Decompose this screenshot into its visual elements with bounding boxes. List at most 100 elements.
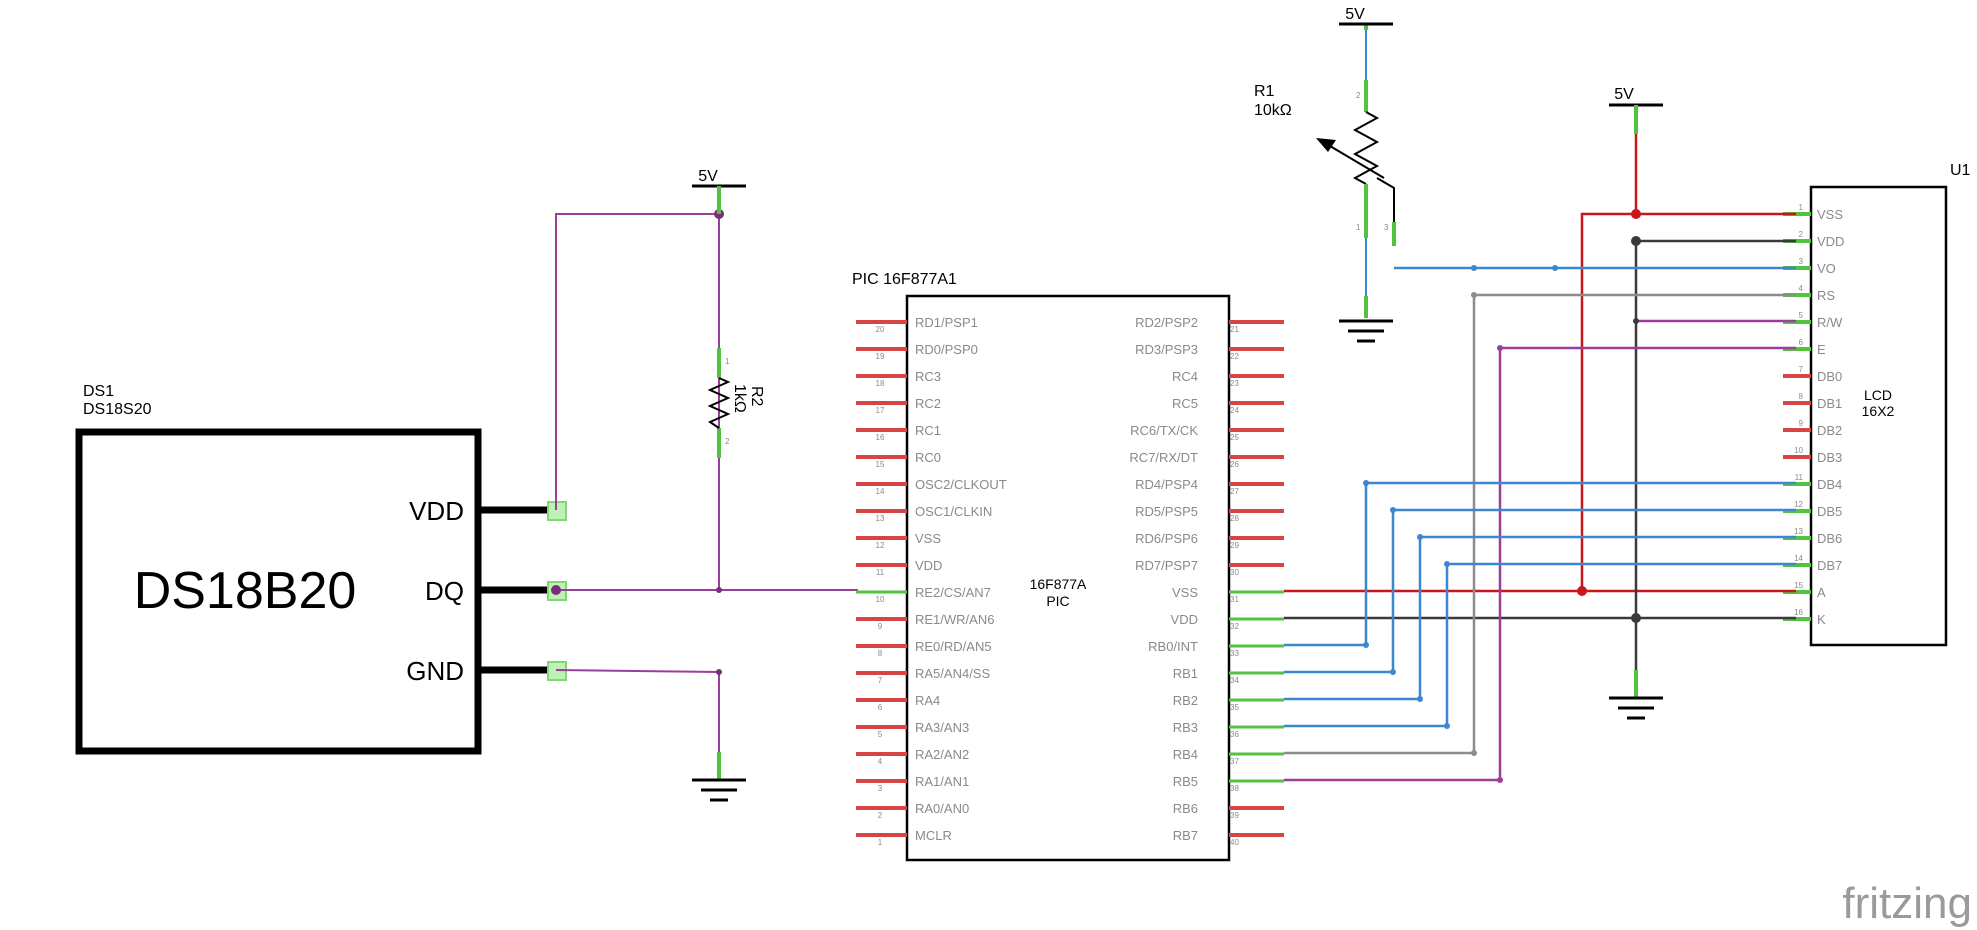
pic-pin-label: RB3 <box>1173 720 1198 735</box>
lcd-wires <box>1284 134 1796 782</box>
lcd-pin-label: DB0 <box>1817 369 1842 384</box>
pic-pin-label: RD2/PSP2 <box>1135 315 1198 330</box>
pic-pin-label: RE2/CS/AN7 <box>915 585 991 600</box>
pic-pin-number: 17 <box>876 406 885 415</box>
ds1-ref-label: DS1 <box>83 383 114 400</box>
pic-title: PIC 16F877A1 <box>852 271 957 288</box>
wire-rb1-to-db5 <box>1284 508 1796 674</box>
lcd-pin-label: R/W <box>1817 315 1843 330</box>
pic-pin-number: 25 <box>1230 433 1239 442</box>
r1-pin1-number: 1 <box>1356 223 1361 232</box>
pic-pin-label: VDD <box>1171 612 1198 627</box>
pic-pin-number: 26 <box>1230 460 1239 469</box>
pic-pin-number: 5 <box>878 730 883 739</box>
lcd-pin[interactable]: RS4 <box>1783 284 1835 303</box>
r1-potentiometer[interactable]: R1 10kΩ 2 1 3 <box>1254 24 1396 318</box>
pic-pin-label: RD1/PSP1 <box>915 315 978 330</box>
pic-left-pin[interactable]: RA0/AN0 2 <box>856 801 969 820</box>
pic-left-pin[interactable]: RD1/PSP1 20 <box>856 315 978 334</box>
pic-pin-label: RB1 <box>1173 666 1198 681</box>
lcd-pin-label: A <box>1817 585 1826 600</box>
pic-microcontroller[interactable]: PIC 16F877A1 16F877A PIC RD1/PSP120RD0/P… <box>852 271 1284 862</box>
pic-pin-number: 2 <box>878 811 883 820</box>
lcd-pin-number: 16 <box>1794 608 1803 617</box>
pic-pin-number: 22 <box>1230 352 1239 361</box>
ds1-pin-gnd-label: GND <box>406 656 464 686</box>
lcd-pin-number: 11 <box>1795 473 1804 482</box>
r2-zigzag <box>707 377 731 429</box>
pic-pin-label: RD7/PSP7 <box>1135 558 1198 573</box>
lcd-pin-label: DB5 <box>1817 504 1842 519</box>
pic-left-pin[interactable]: RA5/AN4/SS7 <box>856 666 990 685</box>
pic-pin-label: RA0/AN0 <box>915 801 969 816</box>
r1-wiper-arrow-shaft <box>1329 145 1385 179</box>
lcd-pin-label: DB4 <box>1817 477 1842 492</box>
lcd-display[interactable]: U1 LCD 16X2 VSS1VDD2VO3RS4R/W5E6DB07DB18… <box>1783 162 1971 647</box>
lcd-pin-label: DB7 <box>1817 558 1842 573</box>
junction-dot <box>716 587 722 593</box>
lcd-pin-number: 10 <box>1794 446 1803 455</box>
pic-pin-number: 29 <box>1230 541 1239 550</box>
pic-pin-number: 20 <box>876 325 885 334</box>
ds1-body-label: DS18B20 <box>134 562 357 620</box>
lcd-pin-label: DB6 <box>1817 531 1842 546</box>
ground-lcd <box>1609 670 1663 720</box>
pic-pin-label: RA2/AN2 <box>915 747 969 762</box>
r1-wiper-arrowhead <box>1316 138 1336 152</box>
pic-pin-number: 12 <box>876 541 885 550</box>
r1-pin2-number: 2 <box>1356 91 1361 100</box>
pic-pin-label: RA4 <box>915 693 940 708</box>
lcd-pin[interactable]: VO3 <box>1783 257 1836 276</box>
lcd-center-line2: 16X2 <box>1862 403 1895 419</box>
pic-right-pin[interactable]: RD2/PSP2 21 <box>1135 315 1284 334</box>
pic-pin-number: 21 <box>1230 325 1239 334</box>
r2-resistor[interactable]: 1 2 R2 1kΩ <box>707 348 765 458</box>
lcd-pin-number: 6 <box>1799 338 1804 347</box>
ds18b20-sensor[interactable]: DS1 DS18S20 DS18B20 VDD DQ GND <box>75 383 567 755</box>
pic-pin-label: RD5/PSP5 <box>1135 504 1198 519</box>
